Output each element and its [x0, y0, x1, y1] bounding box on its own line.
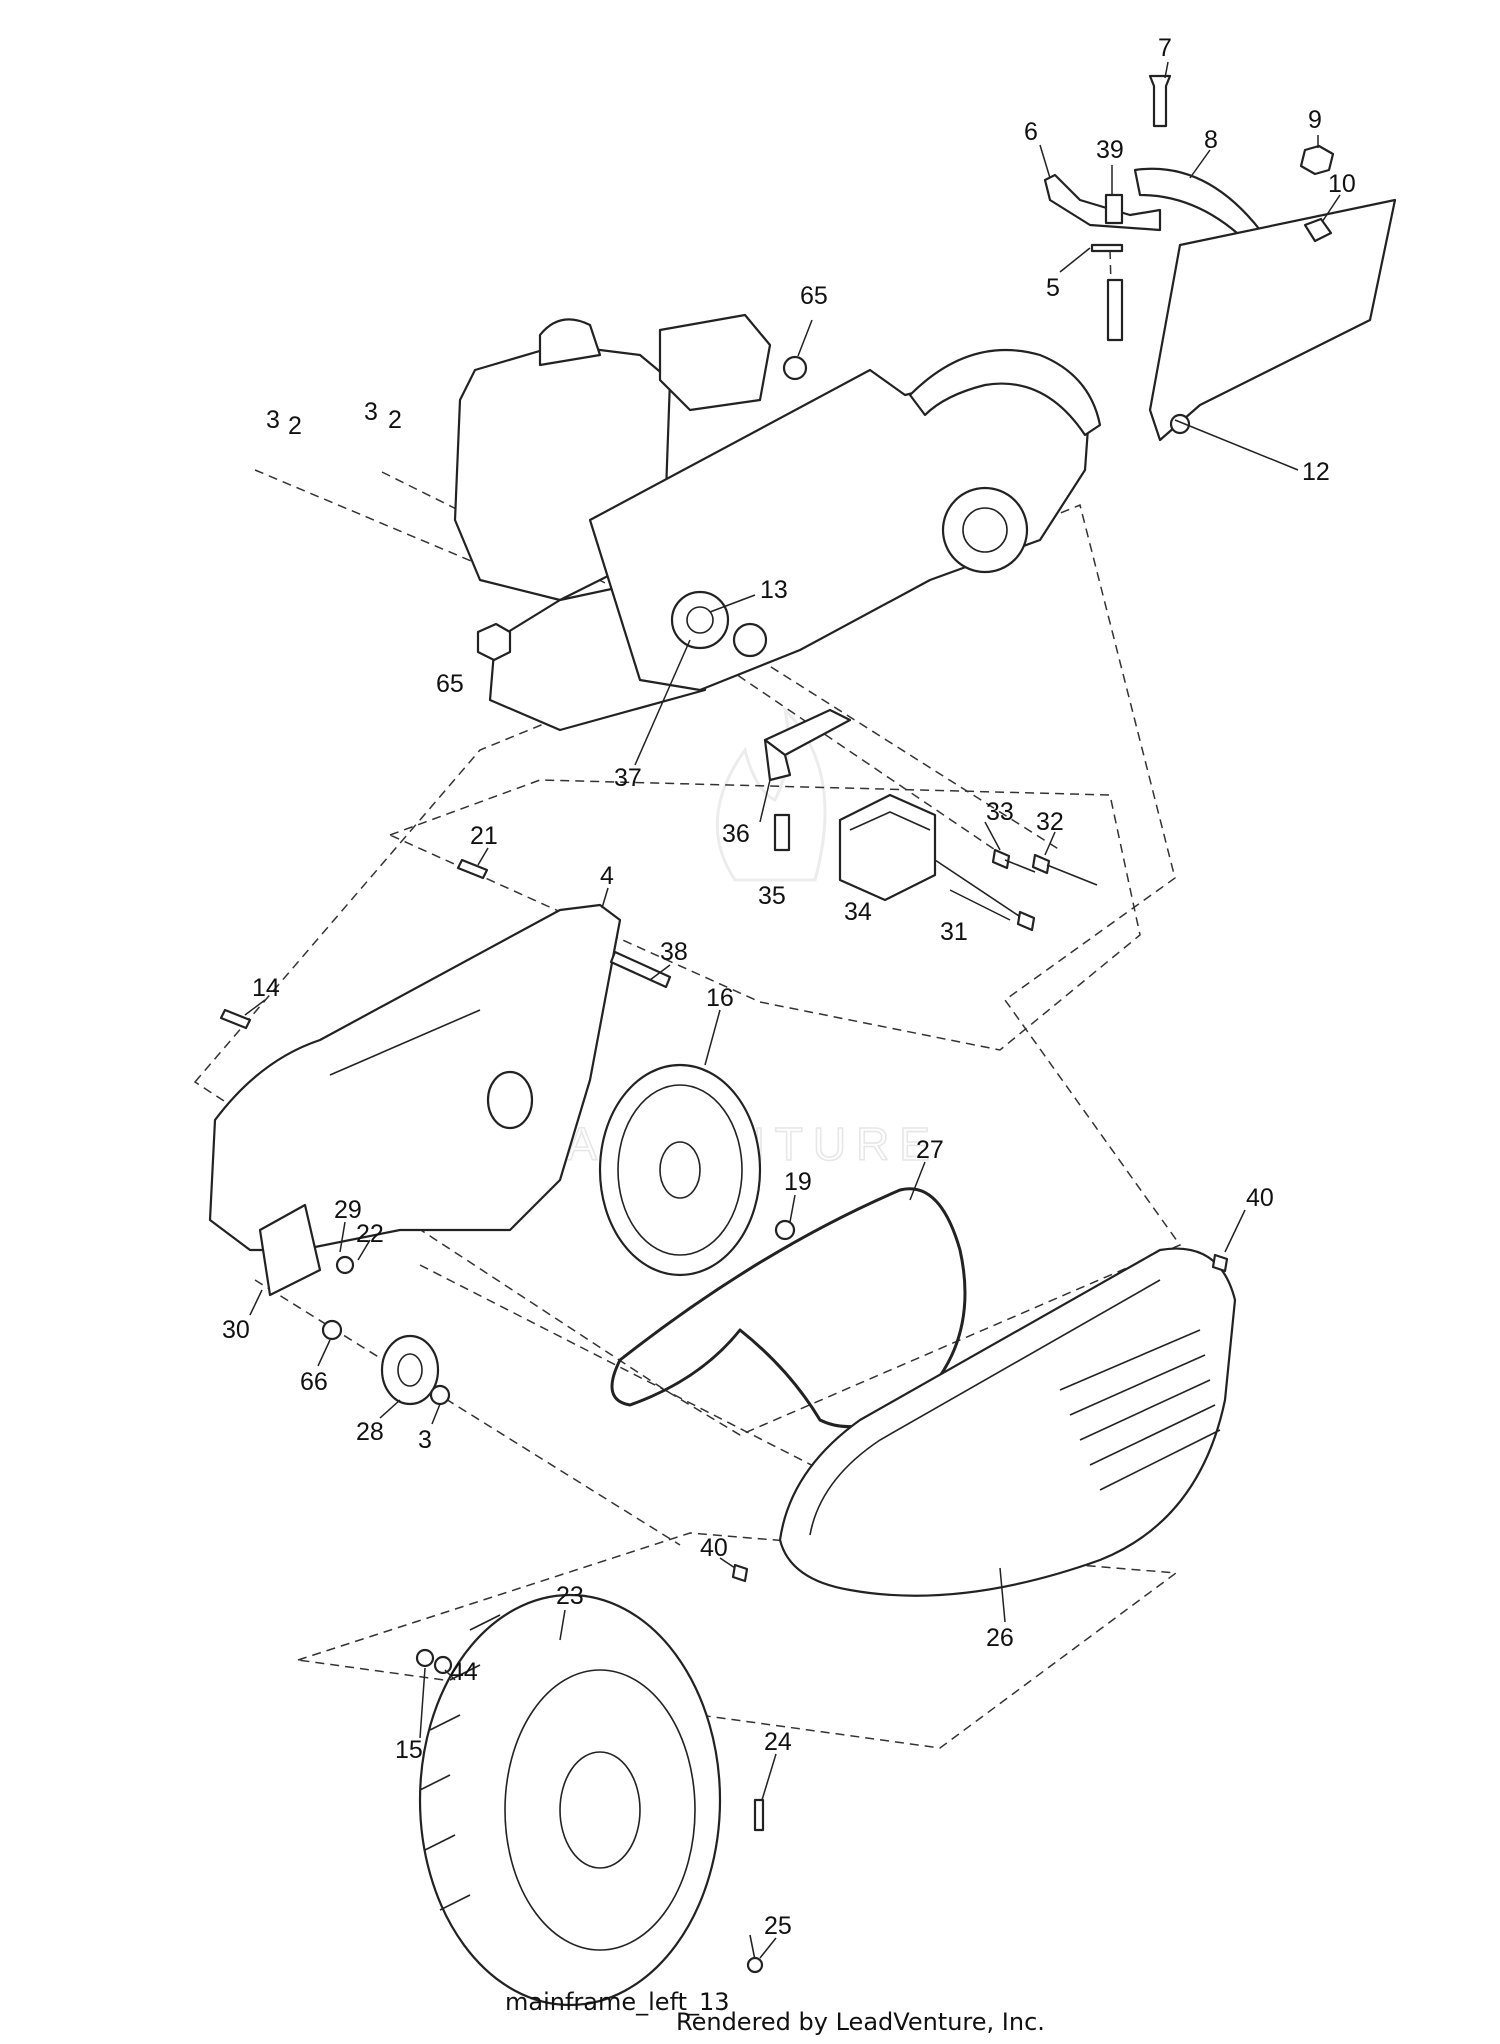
callout-13: 13	[760, 576, 788, 604]
callout-3-left: 3	[266, 406, 280, 434]
callout-65-lower: 65	[436, 670, 464, 698]
callout-39: 39	[1096, 136, 1124, 164]
callout-3-mid: 3	[364, 398, 378, 426]
callout-40-right: 40	[1246, 1184, 1274, 1212]
callout-22: 22	[356, 1220, 384, 1248]
nut-65-top	[782, 355, 808, 381]
belt-guard-panel	[208, 858, 672, 1297]
callout-27: 27	[916, 1136, 944, 1164]
callout-19: 19	[784, 1168, 812, 1196]
callout-5: 5	[1046, 274, 1060, 302]
engine-frame-assembly	[453, 313, 1102, 732]
callout-30: 30	[222, 1316, 250, 1344]
callout-8: 8	[1204, 126, 1218, 154]
callout-66: 66	[300, 1368, 328, 1396]
callout-32: 32	[1036, 808, 1064, 836]
callout-44: 44	[450, 1658, 478, 1686]
callout-37: 37	[614, 764, 642, 792]
callout-34: 34	[844, 898, 872, 926]
callout-10: 10	[1328, 170, 1356, 198]
render-credit: Rendered by LeadVenture, Inc.	[676, 2008, 1045, 2036]
callout-23: 23	[556, 1582, 584, 1610]
callout-2-left: 2	[288, 412, 302, 440]
callout-26: 26	[986, 1624, 1014, 1652]
callout-33: 33	[986, 798, 1014, 826]
belt-cover-26	[731, 1247, 1237, 1597]
callout-16: 16	[706, 984, 734, 1012]
callout-28: 28	[356, 1418, 384, 1446]
callout-36: 36	[722, 820, 750, 848]
callout-6: 6	[1024, 118, 1038, 146]
frame-bracket-boundary	[388, 779, 1141, 1051]
callout-7: 7	[1158, 34, 1172, 62]
callout-40-lower: 40	[700, 1534, 728, 1562]
callout-2-mid: 2	[388, 406, 402, 434]
leader-lines	[244, 61, 1341, 1959]
callout-14: 14	[252, 974, 280, 1002]
figure-id: mainframe_left_13	[505, 1988, 730, 2016]
pulley-16	[598, 1063, 796, 1277]
upper-brackets	[1043, 74, 1397, 442]
callout-15: 15	[395, 1736, 423, 1764]
wheel-23	[415, 1593, 765, 2007]
callout-65-top: 65	[800, 282, 828, 310]
callout-35: 35	[758, 882, 786, 910]
callout-38: 38	[660, 938, 688, 966]
callout-29: 29	[334, 1196, 362, 1224]
nut-65-lower	[476, 622, 512, 662]
callout-3-lower: 3	[418, 1426, 432, 1454]
wheel-boundary	[297, 1532, 1179, 1749]
callout-21: 21	[470, 822, 498, 850]
callout-24: 24	[764, 1728, 792, 1756]
callout-4: 4	[600, 862, 614, 890]
callout-31: 31	[940, 918, 968, 946]
callout-labels: 7 6 39 8 9 10 5 12 65 3 2 3 2 13 65 37 3…	[222, 34, 1356, 1940]
mid-bracket-parts	[763, 708, 1098, 932]
callout-25: 25	[764, 1912, 792, 1940]
callout-9: 9	[1308, 106, 1322, 134]
idler-pulley-28	[321, 1255, 451, 1406]
callout-12: 12	[1302, 458, 1330, 486]
